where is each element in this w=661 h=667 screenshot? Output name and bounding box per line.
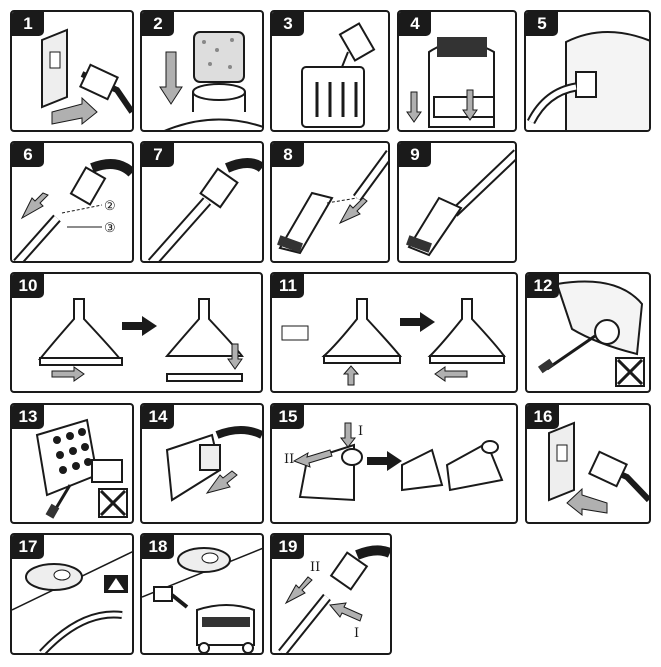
step-11-panel: 11: [270, 272, 518, 393]
no-screwdriver-nozzle-illustration: [35, 418, 123, 519]
arrow-icon: [20, 192, 49, 220]
arrow-icon: [338, 197, 368, 225]
arrow-icon: [51, 366, 85, 382]
step-number: 17: [12, 535, 44, 559]
step-number: 5: [526, 12, 558, 36]
wand-assembled-illustration: [147, 158, 262, 261]
step-number: 18: [142, 535, 174, 559]
wand-attach-illustration: ② ③: [13, 159, 132, 261]
nozzle-clip-release-illustration: I II: [284, 422, 504, 502]
step-18-panel: 18: [140, 533, 264, 655]
step-15-panel: 15 I II: [270, 403, 518, 524]
arrow-icon: [292, 449, 333, 468]
arrow-icon: [122, 316, 157, 336]
x-mark-icon: [615, 357, 645, 387]
x-mark-icon: [98, 488, 128, 518]
step-number: 1: [12, 12, 44, 36]
step-13-panel: 13: [10, 403, 134, 524]
step-number: 12: [527, 274, 559, 298]
callout-label: II: [284, 452, 294, 467]
step-number: 4: [399, 12, 431, 36]
step-17-panel: 17: [10, 533, 134, 655]
step-number: 10: [12, 274, 44, 298]
nozzle-plate-remove-illustration: [37, 298, 244, 382]
callout-label: I: [354, 626, 359, 641]
callout-label: ②: [104, 199, 116, 214]
plug-in-illustration: [548, 421, 649, 517]
callout-label: II: [310, 560, 320, 575]
step-number: 16: [527, 405, 559, 429]
arrow-icon: [339, 422, 357, 448]
step-1-panel: 1: [10, 10, 134, 132]
step-number: 13: [12, 405, 44, 429]
arrow-icon: [329, 602, 363, 622]
filter-illustration: [159, 31, 262, 130]
step-number: 8: [272, 143, 304, 167]
step-6-panel: 6 ② ③: [10, 141, 134, 263]
arrow-icon: [400, 312, 435, 332]
step-number: 14: [142, 405, 174, 429]
arrow-icon: [342, 365, 360, 386]
nozzle-detach-illustration: [165, 426, 262, 502]
arrow-icon: [284, 576, 313, 605]
arrow-icon: [205, 470, 238, 494]
step-5-panel: 5: [524, 10, 651, 132]
step-2-panel: 2: [140, 10, 264, 132]
arrow-icon: [462, 89, 478, 121]
nozzle-assembled-illustration: [406, 149, 515, 257]
arrow-icon: [434, 366, 468, 382]
arrow-icon: [159, 51, 183, 105]
step-number: 6: [12, 143, 44, 167]
step-number: 7: [142, 143, 174, 167]
unplug-illustration: [41, 28, 132, 126]
step-number: 15: [272, 405, 304, 429]
tank-illustration: [406, 37, 495, 128]
step-number: 9: [399, 143, 431, 167]
pour-illustration: [301, 22, 376, 128]
callout-label: I: [358, 424, 363, 439]
step-9-panel: 9: [397, 141, 517, 263]
step-8-panel: 8: [270, 141, 390, 263]
no-screwdriver-illustration: [537, 280, 644, 374]
arrow-icon: [406, 91, 422, 123]
step-12-panel: 12: [525, 272, 651, 393]
step-10-panel: 10: [10, 272, 263, 393]
spray-switch-illustration: [12, 551, 132, 653]
step-7-panel: 7: [140, 141, 264, 263]
arrow-icon: [51, 96, 98, 126]
hose-connect-illustration: [526, 31, 649, 130]
step-14-panel: 14: [140, 403, 264, 524]
nozzle-plate-fit-illustration: [281, 298, 506, 386]
step-3-panel: 3: [270, 10, 390, 132]
arrow-icon: [566, 487, 608, 517]
step-4-panel: 4: [397, 10, 517, 132]
arrow-icon: [227, 343, 243, 370]
wand-detach-illustration: II I: [278, 545, 390, 653]
step-number: 11: [272, 274, 304, 298]
switch-off-unplug-illustration: [142, 547, 262, 653]
callout-label: ③: [104, 221, 116, 236]
arrow-icon: [367, 451, 402, 471]
step-number: 2: [142, 12, 174, 36]
step-number: 19: [272, 535, 304, 559]
step-number: 3: [272, 12, 304, 36]
nozzle-attach-illustration: [277, 150, 388, 255]
step-16-panel: 16: [525, 403, 651, 524]
step-19-panel: 19 II I: [270, 533, 392, 655]
